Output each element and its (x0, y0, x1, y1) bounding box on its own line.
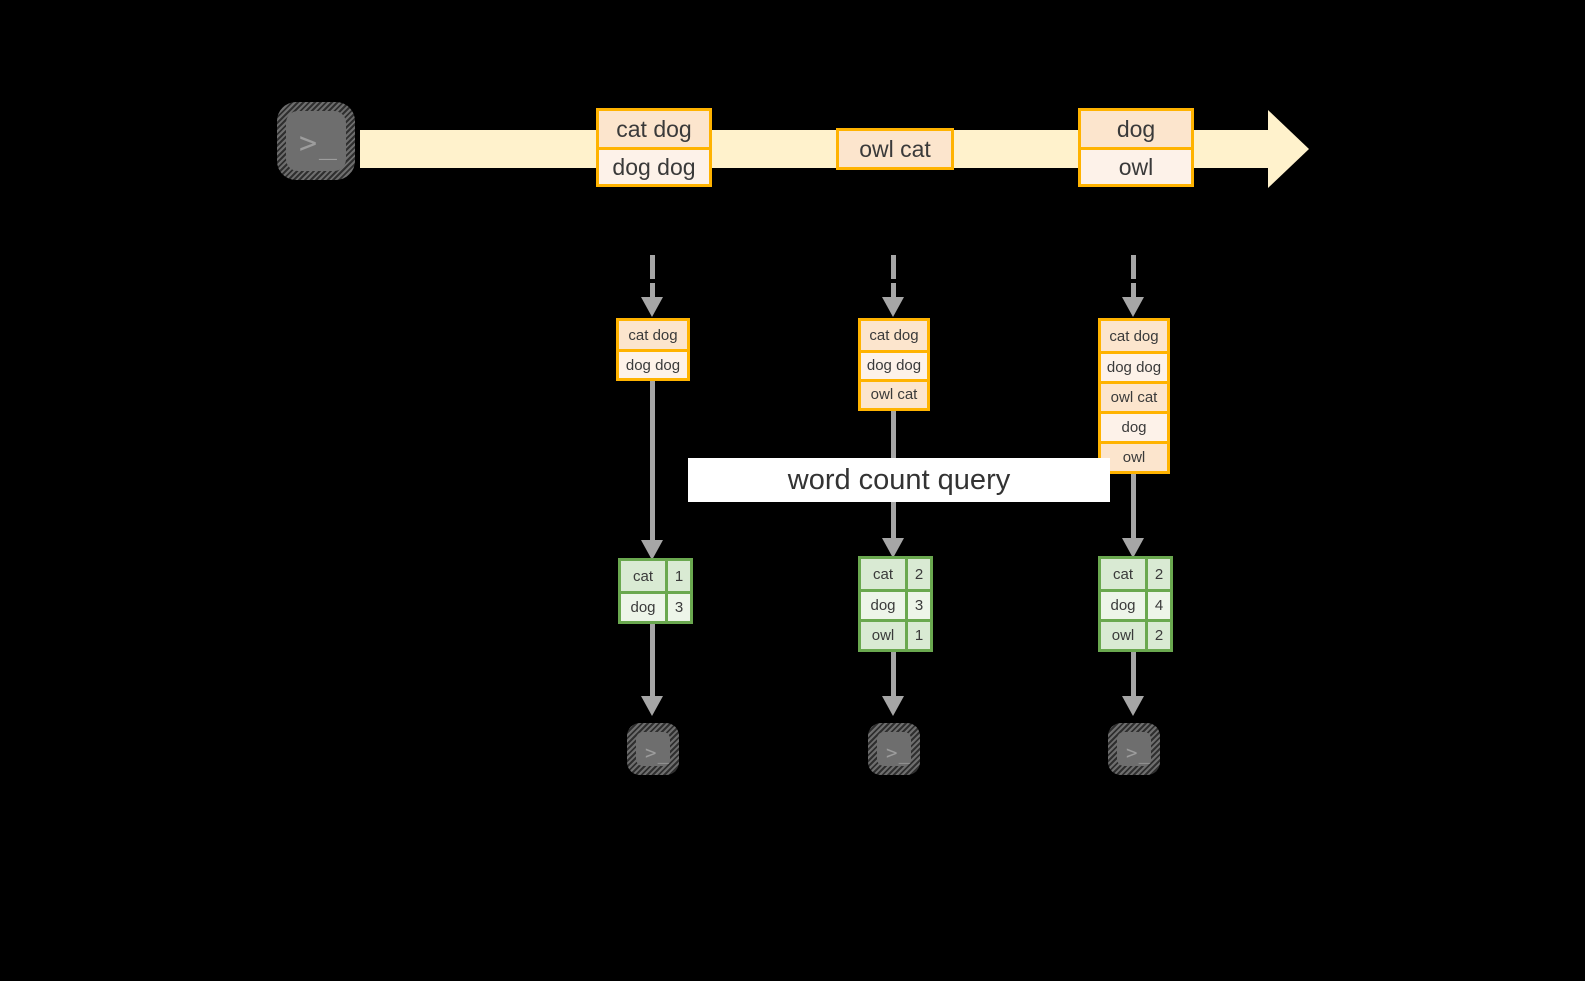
result-count: 3 (905, 592, 930, 619)
stream-record-group-3: dog owl (1078, 108, 1194, 187)
dashed-connector-2-head-icon (882, 297, 904, 317)
stream-record-line: owl cat (839, 131, 951, 167)
sink-arrow-1-shaft (650, 624, 655, 701)
query-arrow-1-shaft (650, 381, 655, 546)
query-arrow-3-head-icon (1122, 538, 1144, 558)
result-count: 2 (905, 559, 930, 589)
sink-arrow-3-head-icon (1122, 696, 1144, 716)
result-word: cat (861, 559, 905, 589)
result-table-1: cat 1 dog 3 (618, 558, 693, 624)
terminal-screen (1117, 732, 1151, 766)
snapshot-line: cat dog (619, 321, 687, 350)
result-count: 2 (1145, 622, 1170, 649)
query-arrow-1-head-icon (641, 540, 663, 560)
table-row: dog 4 (1101, 589, 1170, 619)
query-arrow-2-head-icon (882, 538, 904, 558)
result-word: cat (621, 561, 665, 591)
sink-arrow-1-head-icon (641, 696, 663, 716)
terminal-screen (286, 111, 346, 171)
stream-record-line: dog (1081, 111, 1191, 148)
dashed-connector-2 (891, 255, 896, 279)
snapshot-table-1: cat dog dog dog (616, 318, 690, 381)
dashed-connector-1 (650, 255, 655, 279)
result-table-3: cat 2 dog 4 owl 2 (1098, 556, 1173, 652)
sink-terminal-icon-3: >_ (1108, 723, 1160, 775)
snapshot-table-2: cat dog dog dog owl cat (858, 318, 930, 411)
query-label: word count query (688, 458, 1110, 502)
snapshot-line: owl cat (861, 378, 927, 408)
table-row: cat 2 (861, 559, 930, 589)
terminal-screen (636, 732, 670, 766)
dashed-connector-1-head-icon (641, 297, 663, 317)
stream-record-line: owl (1081, 147, 1191, 184)
terminal-prompt-glyph: >_ (299, 126, 339, 161)
result-word: dog (1101, 592, 1145, 619)
snapshot-line: cat dog (1101, 321, 1167, 351)
stream-record-line: dog dog (599, 147, 709, 184)
sink-terminal-icon-1: >_ (627, 723, 679, 775)
result-word: dog (861, 592, 905, 619)
result-table-2: cat 2 dog 3 owl 1 (858, 556, 933, 652)
terminal-prompt-glyph: >_ (645, 742, 671, 764)
snapshot-table-3: cat dog dog dog owl cat dog owl (1098, 318, 1170, 474)
stream-record-group-1: cat dog dog dog (596, 108, 712, 187)
result-count: 4 (1145, 592, 1170, 619)
sink-arrow-3-shaft (1131, 652, 1136, 701)
table-row: dog 3 (621, 591, 690, 621)
result-word: cat (1101, 559, 1145, 589)
result-count: 2 (1145, 559, 1170, 589)
result-count: 1 (905, 622, 930, 649)
snapshot-line: owl cat (1101, 381, 1167, 411)
result-word: owl (1101, 622, 1145, 649)
stream-arrow-head-icon (1268, 110, 1309, 188)
table-row: cat 1 (621, 561, 690, 591)
table-row: dog 3 (861, 589, 930, 619)
result-word: owl (861, 622, 905, 649)
snapshot-line: cat dog (861, 321, 927, 350)
table-row: owl 2 (1101, 619, 1170, 649)
snapshot-line: dog (1101, 411, 1167, 441)
result-count: 3 (665, 594, 690, 621)
sink-terminal-icon-2: >_ (868, 723, 920, 775)
query-arrow-3-shaft (1131, 474, 1136, 544)
snapshot-line: owl (1101, 441, 1167, 471)
dashed-connector-3-shaft (1131, 283, 1136, 301)
terminal-screen (877, 732, 911, 766)
terminal-prompt-glyph: >_ (886, 742, 912, 764)
table-row: owl 1 (861, 619, 930, 649)
source-terminal-icon: >_ (277, 102, 355, 180)
dashed-connector-3 (1131, 255, 1136, 279)
result-count: 1 (665, 561, 690, 591)
dashed-connector-3-head-icon (1122, 297, 1144, 317)
snapshot-line: dog dog (619, 349, 687, 378)
sink-arrow-2-head-icon (882, 696, 904, 716)
dashed-connector-2-shaft (891, 283, 896, 301)
terminal-prompt-glyph: >_ (1126, 742, 1152, 764)
snapshot-line: dog dog (861, 349, 927, 379)
sink-arrow-2-shaft (891, 652, 896, 701)
dashed-connector-1-shaft (650, 283, 655, 301)
stream-record-group-2: owl cat (836, 128, 954, 170)
table-row: cat 2 (1101, 559, 1170, 589)
snapshot-line: dog dog (1101, 351, 1167, 381)
stream-record-line: cat dog (599, 111, 709, 148)
result-word: dog (621, 594, 665, 621)
